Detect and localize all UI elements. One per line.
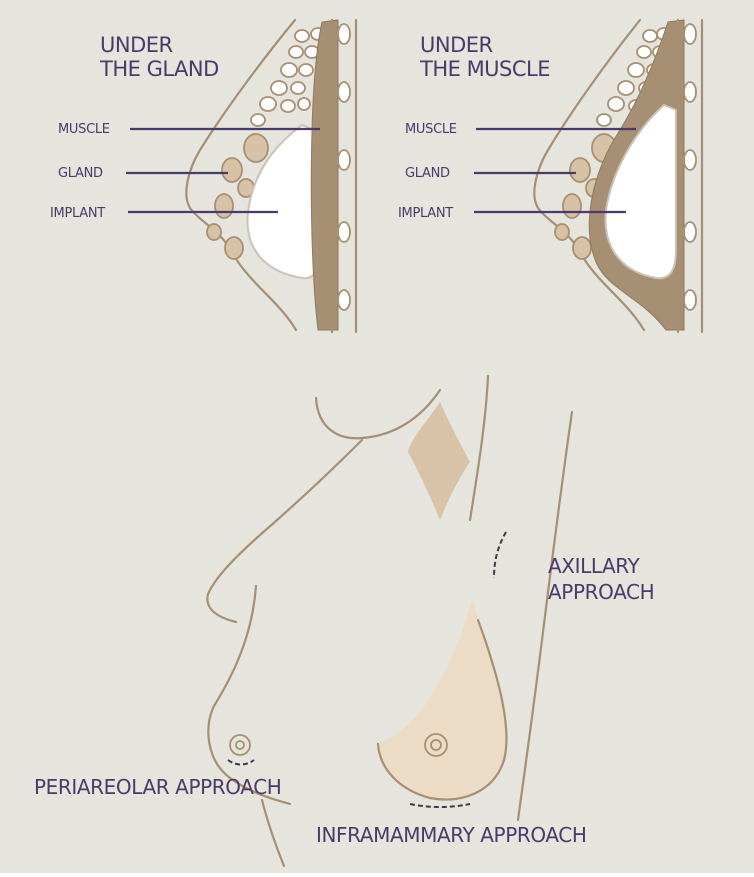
implant-shape [605,105,676,278]
label-muscle: MUSCLE [405,122,457,137]
armpit-shade [408,402,470,520]
far-nipple [230,735,250,755]
label-axillary-line2: APPROACH [548,580,654,604]
far-breast-contour [208,586,290,804]
rib-cross-sections [684,24,696,310]
label-implant: IMPLANT [50,206,105,221]
label-periareolar: PERIAREOLAR APPROACH [34,775,281,799]
panel-title-line2: THE GLAND [99,57,219,81]
label-implant: IMPLANT [398,206,453,221]
near-breast-fill [378,598,506,799]
label-gland: GLAND [405,166,450,181]
back-contour [518,412,572,820]
panel-under-the-gland: UNDER THE GLAND [50,20,356,332]
rib-cross-sections [338,24,350,310]
muscle-band [311,20,338,330]
axillary-incision-mark [494,532,506,578]
arm-outer-contour [470,376,488,520]
periareolar-incision-mark [228,760,254,765]
panel-title-line2: THE MUSCLE [419,57,550,81]
label-inframammary: INFRAMAMMARY APPROACH [316,823,586,847]
label-gland: GLAND [58,166,103,181]
label-axillary-line1: AXILLARY [548,554,641,578]
panel-title-line1: UNDER [100,33,173,57]
inframammary-incision-mark [410,804,470,807]
label-muscle: MUSCLE [58,122,110,137]
far-torso-contour [207,440,362,622]
panel-under-the-muscle: UNDER THE MUSCLE [398,20,702,332]
far-waist-contour [262,800,284,866]
panel-title-line1: UNDER [420,33,493,57]
